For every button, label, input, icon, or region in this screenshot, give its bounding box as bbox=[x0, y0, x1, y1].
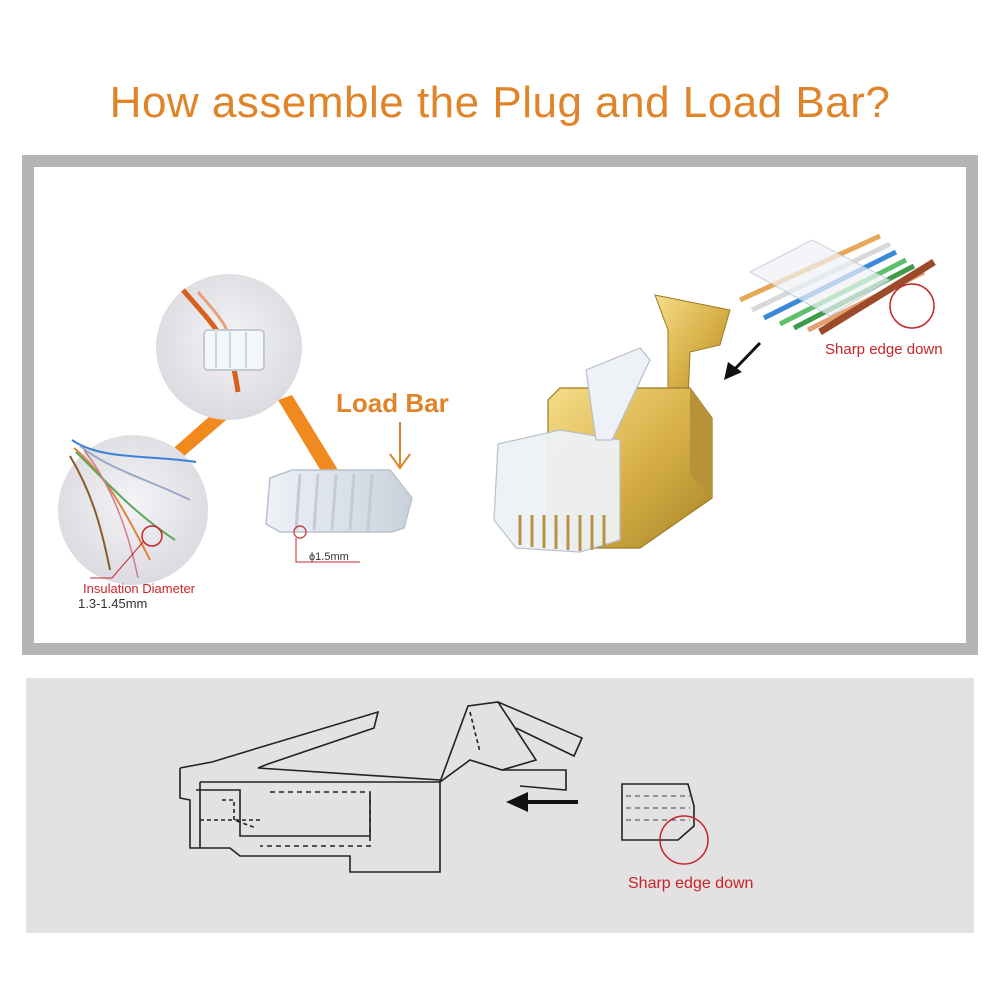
down-arrow-icon bbox=[389, 422, 411, 470]
load-bar-line-drawing bbox=[621, 783, 709, 865]
load-bar-label: Load Bar bbox=[336, 388, 449, 418]
load-bar-part bbox=[265, 469, 413, 563]
insulation-diameter-value: 1.3-1.45mm bbox=[78, 596, 148, 611]
left-arrow-icon bbox=[506, 792, 578, 812]
insertion-arrow-icon bbox=[724, 341, 762, 380]
page-title: How assemble the Plug and Load Bar? bbox=[109, 78, 891, 127]
insulation-diameter-label: Insulation Diameter bbox=[83, 581, 195, 596]
plug-line-drawing bbox=[179, 701, 584, 873]
magnified-wires-circle bbox=[58, 435, 208, 585]
wired-load-bar-photo bbox=[738, 233, 936, 335]
sharp-edge-label-top: Sharp edge down bbox=[825, 341, 943, 358]
magnified-load-bar-circle bbox=[156, 274, 302, 420]
sharp-edge-label-bottom: Sharp edge down bbox=[628, 875, 754, 892]
assembly-photo-panel bbox=[22, 155, 978, 655]
hole-diameter-label: ϕ1.5mm bbox=[309, 551, 349, 563]
technical-drawing-panel bbox=[26, 678, 974, 933]
rj45-plug-photo bbox=[493, 294, 731, 553]
